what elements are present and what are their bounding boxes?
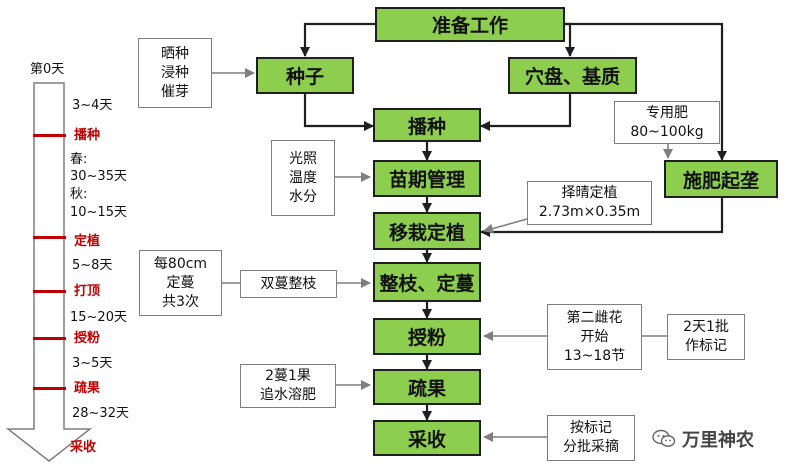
fertilizer-note: 专用肥 80~100kg [614, 101, 720, 144]
watermark: 万里神农 [652, 426, 754, 452]
timeline-stage-harvest: 采收 [70, 440, 97, 455]
marking-note: 2天1批 作标记 [667, 314, 745, 360]
sowing-box: 播种 [373, 108, 481, 142]
vine-fix-note: 每80cm 定蔓 共3次 [139, 250, 222, 316]
timeline-interval-5: 3~5天 [72, 356, 113, 371]
harvest-box: 采收 [373, 420, 481, 456]
thinning-box: 疏果 [373, 369, 481, 405]
timeline-tick-pollination [33, 337, 66, 340]
timeline-arrow [5, 82, 93, 462]
watermark-text: 万里神农 [682, 430, 754, 451]
pollination-box: 授粉 [373, 318, 481, 355]
prep-box: 准备工作 [375, 7, 565, 42]
timeline-stage-thinning: 疏果 [74, 381, 101, 396]
fertilize-box: 施肥起垄 [664, 160, 778, 198]
transplant-box: 移栽定植 [373, 212, 481, 250]
timeline-interval-6: 28~32天 [72, 406, 129, 421]
double-vine-note: 双蔓整枝 [240, 270, 337, 298]
timeline-stage-transplant: 定植 [74, 234, 101, 249]
timeline-spring-days: 30~35天 [70, 169, 127, 184]
wechat-icon [652, 429, 676, 449]
fruit-rule-note: 2蔓1果 追水溶肥 [240, 364, 336, 408]
transplant-spec-note: 择晴定植 2.73m×0.35m [527, 181, 652, 225]
timeline-spring-label: 春: [70, 152, 88, 167]
seedling-factors-note: 光照 温度 水分 [271, 140, 335, 216]
timeline-stage-sowing: 播种 [74, 128, 101, 143]
timeline-day0: 第0天 [30, 62, 65, 77]
seed-treatment-note: 晒种 浸种 催芽 [138, 38, 212, 108]
pruning-box: 整枝、定蔓 [373, 262, 481, 302]
timeline-stage-pollination: 授粉 [74, 331, 101, 346]
tray-box: 穴盘、基质 [508, 57, 637, 94]
female-flower-note: 第二雌花 开始 13~18节 [547, 304, 642, 370]
timeline-tick-thinning [33, 387, 66, 390]
timeline-interval-4: 15~20天 [70, 310, 127, 325]
timeline-tick-transplant [33, 236, 66, 239]
harvest-rule-note: 按标记 分批采摘 [547, 415, 635, 461]
timeline-autumn-days: 10~15天 [70, 205, 127, 220]
timeline-interval-1: 3~4天 [72, 98, 113, 113]
timeline-tick-sowing [33, 134, 66, 137]
timeline-stage-topping: 打顶 [74, 284, 101, 299]
seed-box: 种子 [256, 57, 354, 94]
timeline-interval-3: 5~8天 [72, 258, 113, 273]
seedling-box: 苗期管理 [373, 160, 481, 197]
timeline-autumn-label: 秋: [70, 187, 88, 202]
timeline-tick-topping [33, 290, 66, 293]
